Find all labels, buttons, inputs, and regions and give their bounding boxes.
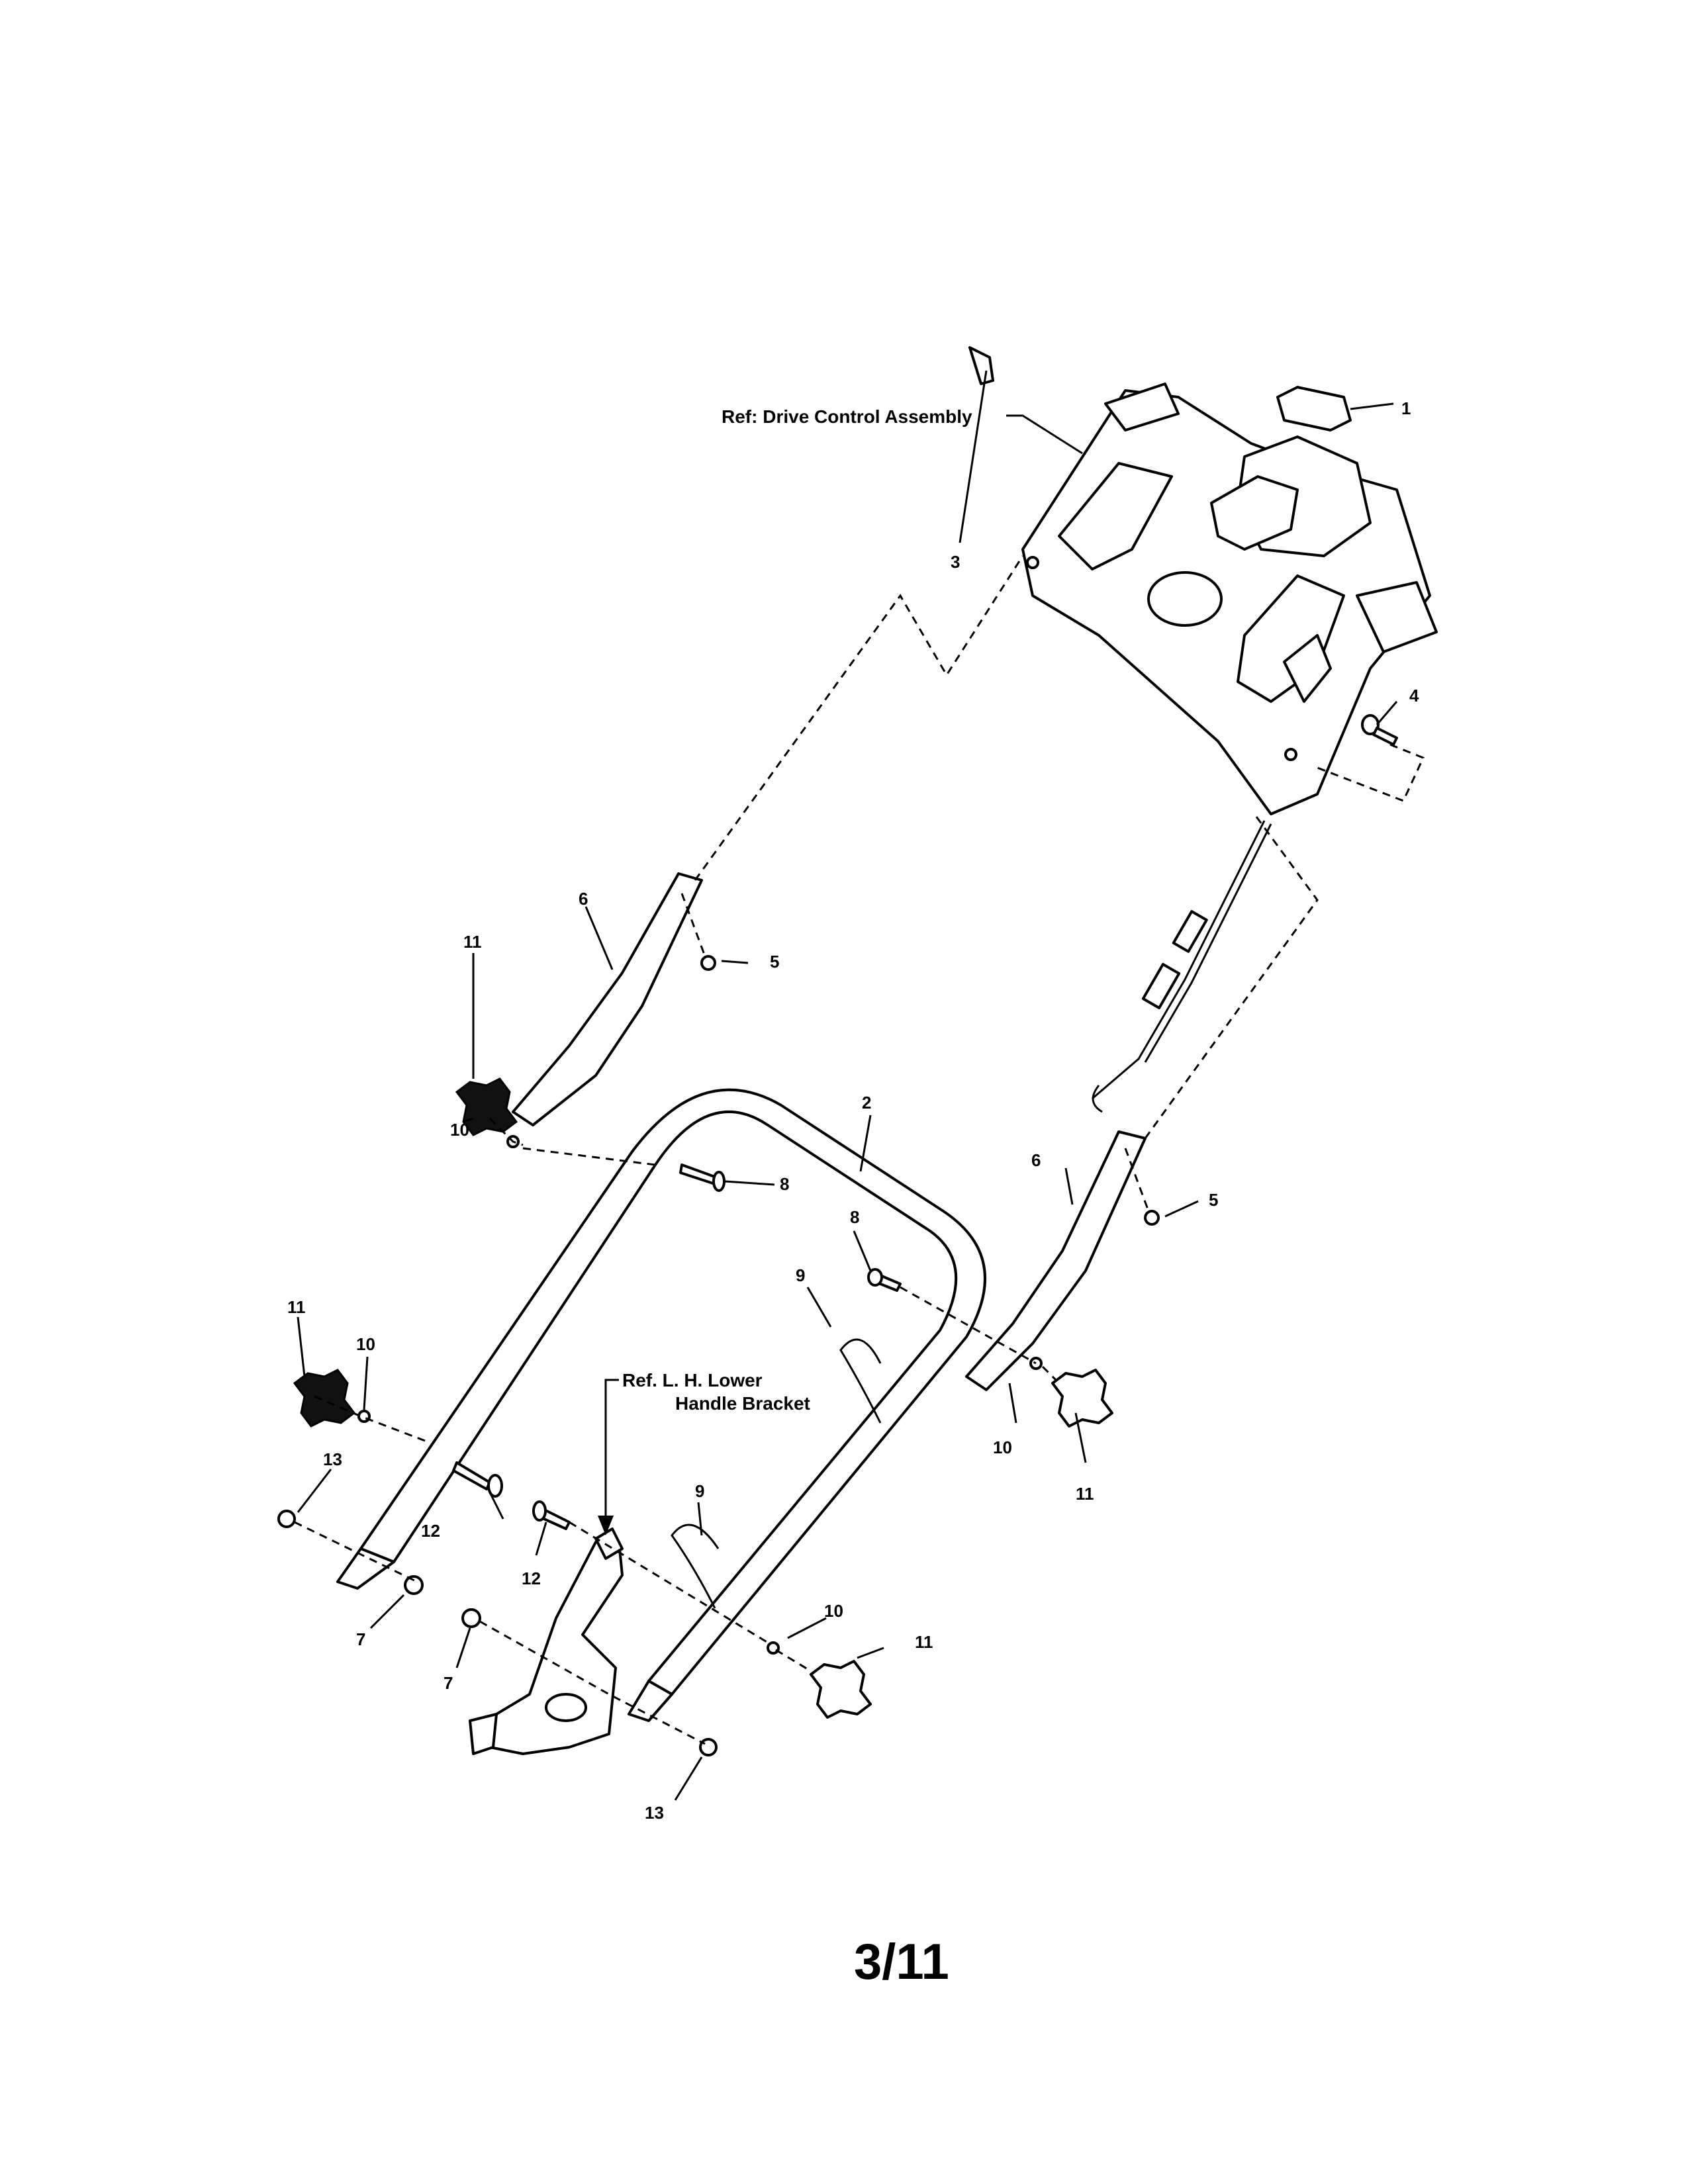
- ref-lh-bracket-line2: Handle Bracket: [675, 1393, 810, 1414]
- callout-8a: 8: [780, 1174, 789, 1194]
- callout-9a: 9: [796, 1265, 805, 1285]
- callout-7b: 7: [444, 1673, 453, 1693]
- callout-9b: 9: [695, 1481, 704, 1501]
- part-3-clip: [968, 346, 994, 385]
- callout-12b: 12: [522, 1569, 541, 1588]
- part-8-bolts: [679, 1163, 902, 1292]
- part-6-left-upper-tube: [512, 872, 703, 1126]
- callout-12a: 12: [421, 1521, 440, 1541]
- callout-7a: 7: [356, 1629, 365, 1649]
- part-6-right-upper-tube: [965, 1130, 1147, 1391]
- callout-11d: 11: [915, 1632, 933, 1652]
- callout-13a: 13: [323, 1449, 342, 1469]
- callout-4: 4: [1409, 686, 1419, 705]
- lh-lower-handle-bracket: [469, 1527, 624, 1755]
- callout-10b: 10: [356, 1334, 375, 1354]
- callout-5a: 5: [770, 952, 779, 972]
- callout-1: 1: [1401, 398, 1411, 418]
- callout-numbers: 1 2 3 4 5 5 6 6 7 7 8 8 9 9 10 10 10 10 …: [287, 398, 1419, 1823]
- part-4-screw: [1361, 714, 1398, 746]
- callout-2: 2: [862, 1093, 871, 1113]
- callout-11a: 11: [463, 932, 482, 952]
- assembly-lines: [294, 555, 1425, 1745]
- ref-lh-bracket-line1: Ref. L. H. Lower: [622, 1370, 763, 1390]
- callout-10a: 10: [450, 1120, 469, 1140]
- callout-10d: 10: [824, 1601, 843, 1621]
- part-2-main-handle: [336, 1088, 986, 1722]
- callout-13b: 13: [645, 1803, 664, 1823]
- callout-3: 3: [951, 552, 960, 572]
- callout-6b: 6: [1031, 1150, 1041, 1170]
- callout-10c: 10: [993, 1437, 1012, 1457]
- callout-5b: 5: [1209, 1190, 1218, 1210]
- drive-cable: [1092, 820, 1272, 1113]
- callout-11b: 11: [287, 1297, 306, 1317]
- page-number: 3/11: [854, 1934, 949, 1990]
- part-7-nuts: [404, 1575, 481, 1628]
- callout-6a: 6: [579, 889, 588, 909]
- drive-control-assembly: [1021, 383, 1438, 815]
- leader-lines: [297, 370, 1398, 1801]
- ref-drive-control-assembly: Ref: Drive Control Assembly: [722, 406, 972, 427]
- part-1-pad: [1276, 386, 1352, 432]
- part-5-nuts: [700, 955, 1160, 1226]
- part-12-bolts: [452, 1461, 571, 1530]
- callout-8b: 8: [850, 1207, 859, 1227]
- callout-11c: 11: [1076, 1484, 1094, 1504]
- part-11-knobs: [293, 1077, 1113, 1719]
